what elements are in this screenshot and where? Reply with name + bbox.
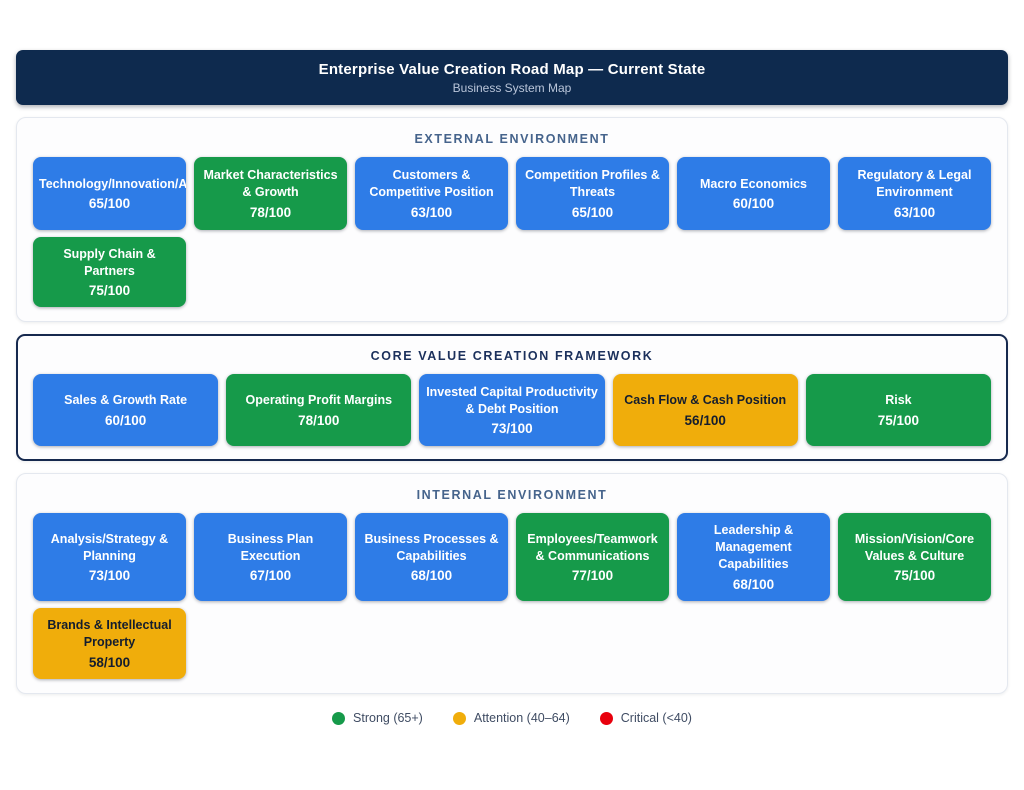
card-score: 65/100 <box>571 204 614 220</box>
card-cash-flow-cash-position: Cash Flow & Cash Position 56/100 <box>612 374 798 446</box>
card-title: Business Processes & Capabilities <box>364 531 499 563</box>
page-subtitle: Business System Map <box>452 80 572 95</box>
card-score: 75/100 <box>893 568 936 584</box>
card-analysis-strategy-planning: Analysis/Strategy & Planning 73/100 <box>33 513 186 601</box>
card-sales-growth-rate: Sales & Growth Rate 60/100 <box>33 374 219 446</box>
card-title: Invested Capital Productivity & Debt Pos… <box>426 384 598 416</box>
card-score: 78/100 <box>249 204 292 220</box>
card-score: 77/100 <box>571 568 614 584</box>
section-core-value-creation-framework: CORE VALUE CREATION FRAMEWORK Sales & Gr… <box>16 334 1008 461</box>
card-customers-competitive-position: Customers & Competitive Position 63/100 <box>355 157 508 230</box>
legend-item-attention: Attention (40–64) <box>452 711 570 725</box>
card-business-plan-execution: Business Plan Execution 67/100 <box>194 513 347 601</box>
card-title: Brands & Intellectual Property <box>47 618 172 649</box>
card-score: 75/100 <box>88 283 131 299</box>
card-employees-teamwork-communications: Employees/Teamwork & Communications 77/1… <box>516 513 669 601</box>
card-title: Leadership & Management Capabilities <box>713 523 794 571</box>
card-market-characteristics-growth: Market Characteristics & Growth 78/100 <box>194 157 347 230</box>
header: Enterprise Value Creation Road Map — Cur… <box>16 50 1008 105</box>
card-title: Risk <box>885 393 912 408</box>
section-internal-environment: INTERNAL ENVIRONMENT Analysis/Strategy &… <box>16 473 1008 694</box>
card-title: Analysis/Strategy & Planning <box>50 531 169 563</box>
critical-status-dot-icon <box>599 711 613 725</box>
card-title: Cash Flow & Cash Position <box>624 393 787 408</box>
legend-label: Strong (65+) <box>353 711 423 725</box>
page-title: Enterprise Value Creation Road Map — Cur… <box>318 60 706 78</box>
card-title: Mission/Vision/Core Values & Culture <box>854 531 975 563</box>
card-brands-intellectual-property: Brands & Intellectual Property 58/100 <box>33 608 186 679</box>
card-score: 73/100 <box>491 421 533 437</box>
card-title: Operating Profit Margins <box>245 393 393 408</box>
section-external-environment: EXTERNAL ENVIRONMENT Technology/Innovati… <box>16 117 1008 322</box>
card-supply-chain-partners: Supply Chain & Partners 75/100 <box>33 237 186 307</box>
card-regulatory-legal-environment: Regulatory & Legal Environment 63/100 <box>838 157 991 230</box>
card-score: 75/100 <box>877 412 920 428</box>
card-technology-innovation: Technology/Innovation/AI 65/100 <box>33 157 186 230</box>
card-score: 68/100 <box>732 576 775 592</box>
card-risk: Risk 75/100 <box>805 374 991 446</box>
card-title: Employees/Teamwork & Communications <box>527 531 658 563</box>
card-score: 58/100 <box>88 654 131 670</box>
card-business-processes-capabilities: Business Processes & Capabilities 68/100 <box>355 513 508 601</box>
section-label-core: CORE VALUE CREATION FRAMEWORK <box>370 349 654 363</box>
legend-item-critical: Critical (<40) <box>599 711 692 725</box>
card-title: Macro Economics <box>700 176 807 191</box>
card-competition-profiles-threats: Competition Profiles & Threats 65/100 <box>516 157 669 230</box>
section-label-external: EXTERNAL ENVIRONMENT <box>414 132 610 146</box>
card-title: Regulatory & Legal Environment <box>857 168 972 199</box>
card-title: Business Plan Execution <box>227 531 314 563</box>
card-mission-vision-core-values-culture: Mission/Vision/Core Values & Culture 75/… <box>838 513 991 601</box>
attention-status-dot-icon <box>452 711 466 725</box>
card-score: 68/100 <box>410 568 453 584</box>
legend-item-strong: Strong (65+) <box>332 711 423 725</box>
card-invested-capital-productivity-debt-position: Invested Capital Productivity & Debt Pos… <box>419 374 605 446</box>
card-score: 67/100 <box>249 568 292 584</box>
card-score: 65/100 <box>88 196 131 212</box>
card-score: 60/100 <box>104 412 147 428</box>
legend-label: Attention (40–64) <box>473 711 570 725</box>
card-title: Supply Chain & Partners <box>63 246 156 278</box>
external-card-grid: Technology/Innovation/AI 65/100 Market C… <box>33 157 991 307</box>
card-score: 63/100 <box>410 204 453 220</box>
card-operating-profit-margins: Operating Profit Margins 78/100 <box>226 374 412 446</box>
card-score: 73/100 <box>88 568 131 584</box>
internal-card-grid: Analysis/Strategy & Planning 73/100 Busi… <box>33 513 991 679</box>
card-score: 60/100 <box>732 196 775 212</box>
card-title: Competition Profiles & Threats <box>525 168 660 199</box>
card-title: Technology/Innovation/AI <box>39 176 186 191</box>
card-score: 56/100 <box>684 412 726 428</box>
card-title: Sales & Growth Rate <box>64 393 188 408</box>
card-macro-economics: Macro Economics 60/100 <box>677 157 830 230</box>
strong-status-dot-icon <box>332 711 346 725</box>
card-leadership-management-capabilities: Leadership & Management Capabilities 68/… <box>677 513 830 601</box>
card-score: 63/100 <box>893 204 936 220</box>
card-score: 78/100 <box>298 412 340 428</box>
card-title: Customers & Competitive Position <box>369 168 494 199</box>
section-label-internal: INTERNAL ENVIRONMENT <box>416 488 608 502</box>
legend: Strong (65+) Attention (40–64) Critical … <box>16 711 1008 725</box>
card-title: Market Characteristics & Growth <box>203 168 338 199</box>
page: Enterprise Value Creation Road Map — Cur… <box>16 50 1008 725</box>
legend-label: Critical (<40) <box>620 711 692 725</box>
core-card-grid: Sales & Growth Rate 60/100 Operating Pro… <box>33 374 991 446</box>
